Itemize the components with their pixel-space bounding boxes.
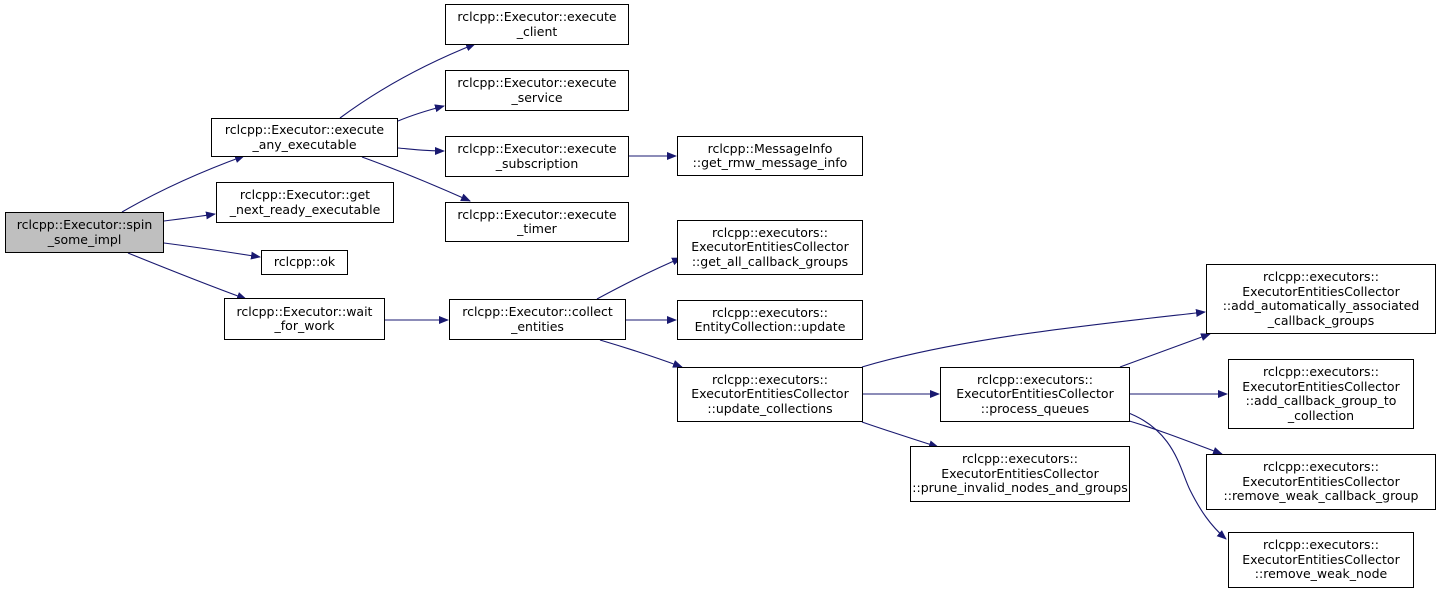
edge-collect-entities-to-update-collections [599, 339, 683, 368]
node-get-next-ready-executable[interactable]: rclcpp::Executor::get_next_ready_executa… [216, 182, 394, 223]
node-label-line: rclcpp::Executor::spin [16, 217, 153, 232]
node-label-line: _next_ready_executable [229, 201, 381, 217]
node-label-line: ExecutorEntitiesCollector [691, 386, 849, 402]
node-label-line: rclcpp::Executor::collect [462, 304, 613, 319]
node-label-line: ExecutorEntitiesCollector [1242, 551, 1400, 567]
edge-spin-some-impl-to-get-next-ready-executable [163, 211, 216, 222]
node-wait-for-work[interactable]: rclcpp::Executor::wait_for_work [224, 298, 385, 340]
node-execute-subscription[interactable]: rclcpp::Executor::execute_subscription [445, 136, 629, 177]
node-execute-client[interactable]: rclcpp::Executor::execute_client [445, 4, 629, 45]
edge-execute-any-executable-to-execute-service [397, 104, 445, 122]
node-prune-invalid-nodes-and-groups[interactable]: rclcpp::executors::ExecutorEntitiesColle… [910, 446, 1130, 502]
node-label-line: rclcpp::executors:: [962, 451, 1078, 467]
node-label-line: rclcpp::Executor::wait [236, 303, 373, 319]
node-label-line: _timer [517, 221, 557, 236]
node-label-line: ExecutorEntitiesCollector [1242, 283, 1400, 299]
edge-spin-some-impl-to-execute-any-executable [121, 155, 245, 213]
node-label-line: ::add_callback_group_to [1245, 393, 1397, 408]
edge-process-queues-to-add-automatically-associated-callback-groups [1119, 333, 1211, 368]
node-label-line: ::get_all_callback_groups [691, 253, 849, 269]
edge-process-queues-to-remove-weak-callback-group [1125, 419, 1223, 455]
node-update-collections[interactable]: rclcpp::executors::ExecutorEntitiesColle… [677, 367, 863, 422]
node-add-automatically-associated-callback-groups[interactable]: rclcpp::executors::ExecutorEntitiesColle… [1206, 264, 1436, 334]
node-label-line: rclcpp::Executor::execute [457, 9, 617, 24]
edge-update-collections-to-add-automatically-associated-callback-groups [861, 309, 1206, 368]
node-entity-collection-update[interactable]: rclcpp::executors::EntityCollection::upd… [677, 300, 863, 340]
node-label-line: ::prune_invalid_nodes_and_groups [912, 480, 1128, 496]
edge-execute-any-executable-to-execute-client [339, 43, 476, 119]
node-label-line: ::get_rmw_message_info [692, 155, 848, 170]
node-label-line: rclcpp::executors:: [1263, 459, 1379, 475]
node-label-line: ExecutorEntitiesCollector [941, 465, 1099, 481]
node-label-line: rclcpp::Executor::execute [457, 206, 617, 222]
edge-spin-some-impl-to-wait-for-work [127, 252, 247, 300]
node-label-line: ::remove_weak_node [1254, 566, 1388, 582]
node-label-line: _callback_groups [1267, 312, 1375, 328]
node-label-line: rclcpp::MessageInfo [707, 140, 833, 156]
edge-update-collections-to-prune-invalid-nodes-and-groups [861, 421, 939, 449]
node-label-line: _any_executable [252, 136, 357, 152]
node-label-line: rclcpp::Executor::execute [457, 141, 617, 156]
node-label-line: ::update_collections [707, 400, 833, 416]
node-label-line: _subscription [495, 155, 579, 171]
node-ok[interactable]: rclcpp::ok [261, 250, 348, 275]
node-add-callback-group-to-collection[interactable]: rclcpp::executors::ExecutorEntitiesColle… [1228, 359, 1414, 429]
edge-spin-some-impl-to-ok [163, 242, 261, 260]
node-label-line: _for_work [274, 318, 335, 333]
node-label-line: _collection [1287, 407, 1355, 423]
node-label-line: _some_impl [47, 231, 122, 247]
node-label-line: rclcpp::Executor::execute [457, 75, 617, 90]
node-label-line: ExecutorEntitiesCollector [1242, 473, 1400, 489]
node-spin-some-impl: rclcpp::Executor::spin_some_impl [5, 212, 164, 253]
node-label-line: _service [511, 89, 563, 105]
node-label-line: rclcpp::executors:: [977, 371, 1093, 387]
node-process-queues[interactable]: rclcpp::executors::ExecutorEntitiesColle… [940, 367, 1130, 422]
edge-process-queues-to-remove-weak-node [1125, 411, 1227, 540]
node-label-line: EntityCollection::update [694, 319, 846, 334]
edge-execute-any-executable-to-execute-subscription [397, 146, 445, 155]
node-execute-service[interactable]: rclcpp::Executor::execute_service [445, 70, 629, 111]
node-label-line: rclcpp::executors:: [712, 304, 828, 320]
node-label-line: ExecutorEntitiesCollector [956, 386, 1114, 402]
node-label-line: rclcpp::ok [273, 254, 336, 270]
node-label-line: rclcpp::executors:: [1263, 537, 1379, 553]
node-collect-entities[interactable]: rclcpp::Executor::collect_entities [449, 299, 626, 340]
node-label-line: ExecutorEntitiesCollector [691, 239, 849, 255]
node-get-rmw-message-info[interactable]: rclcpp::MessageInfo::get_rmw_message_inf… [677, 136, 863, 176]
node-label-line: rclcpp::Executor::get [239, 187, 371, 202]
node-execute-timer[interactable]: rclcpp::Executor::execute_timer [445, 202, 629, 242]
node-label-line: rclcpp::executors:: [1263, 269, 1379, 284]
node-label-line: ExecutorEntitiesCollector [1242, 378, 1400, 394]
node-label-line: ::add_automatically_associated [1222, 298, 1420, 313]
node-label-line: rclcpp::executors:: [1263, 364, 1379, 379]
node-label-line: _client [516, 23, 558, 39]
node-label-line: rclcpp::executors:: [712, 371, 828, 387]
node-remove-weak-callback-group[interactable]: rclcpp::executors::ExecutorEntitiesColle… [1206, 454, 1436, 510]
edge-collect-entities-to-get-all-callback-groups [596, 257, 682, 300]
node-label-line: _entities [511, 318, 564, 334]
node-label-line: ::process_queues [980, 400, 1090, 416]
node-label-line: rclcpp::Executor::execute [224, 122, 385, 137]
node-execute-any-executable[interactable]: rclcpp::Executor::execute_any_executable [211, 118, 398, 157]
node-get-all-callback-groups[interactable]: rclcpp::executors::ExecutorEntitiesColle… [677, 220, 863, 275]
node-remove-weak-node[interactable]: rclcpp::executors::ExecutorEntitiesColle… [1228, 532, 1414, 588]
node-label-line: ::remove_weak_callback_group [1223, 488, 1419, 504]
edge-execute-any-executable-to-execute-timer [361, 156, 471, 202]
node-label-line: rclcpp::executors:: [712, 224, 828, 240]
